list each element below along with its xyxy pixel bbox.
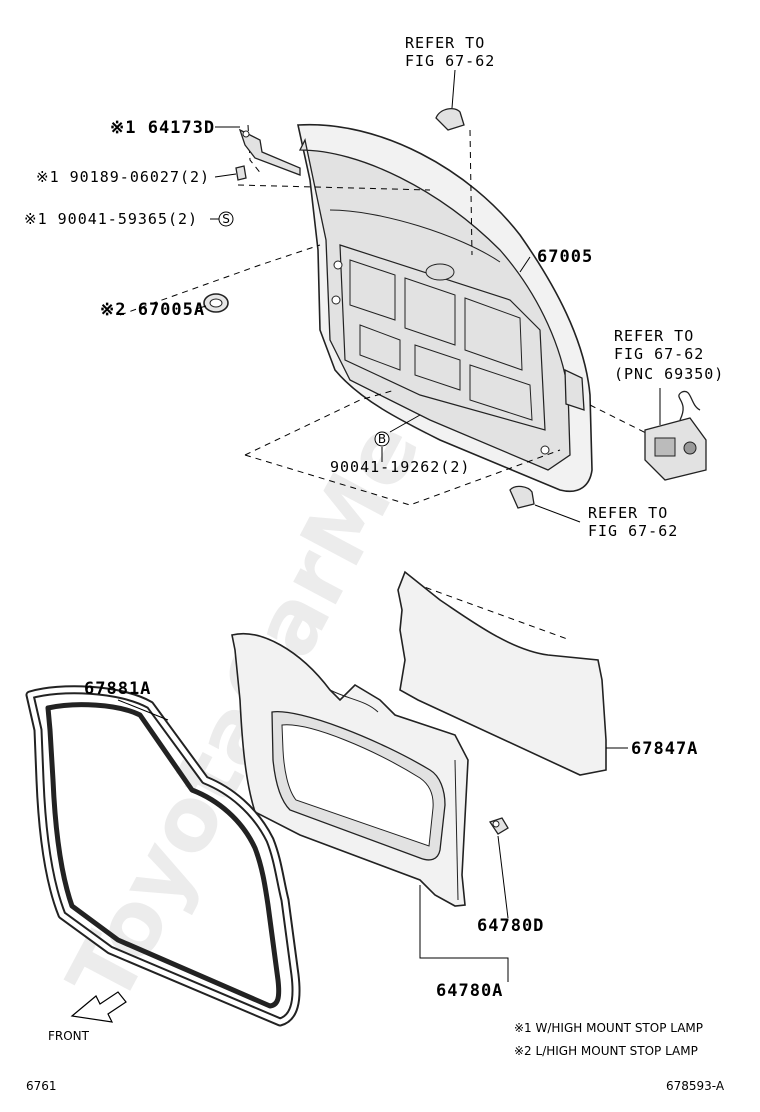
- part-67847A: 67847A: [631, 739, 698, 759]
- part-64780D: 64780D: [477, 916, 544, 936]
- trim-panel-67847A: [397, 570, 607, 776]
- callout-b: B: [374, 431, 390, 447]
- refer-lower-line2: FIG 67-62: [588, 522, 678, 540]
- dashed-line: [404, 579, 571, 641]
- dashed-line: [119, 244, 321, 316]
- part-64780A: 64780A: [436, 981, 503, 1001]
- leader-line: [195, 305, 207, 310]
- front-arrow-icon: [70, 991, 127, 1023]
- refer-top-line1: REFER TO: [405, 34, 485, 52]
- svg-text:S: S: [222, 212, 230, 226]
- weatherstrip-67881A: [25, 685, 301, 1027]
- leader-line: [389, 414, 421, 433]
- callout-s: S: [218, 211, 234, 227]
- leader-line: [419, 885, 509, 982]
- leader-line: [214, 173, 237, 178]
- refer-latch-line2: FIG 67-62: [614, 345, 704, 363]
- door-trim-64780A: [231, 633, 469, 907]
- note-1: ※1 W/HIGH MOUNT STOP LAMP: [514, 1021, 703, 1035]
- part-90189-06027: ※1 90189-06027(2): [36, 168, 210, 186]
- dashed-line: [589, 404, 651, 436]
- front-label: FRONT: [48, 1029, 90, 1043]
- leader-line: [117, 699, 169, 721]
- part-67005A: ※2 67005A: [100, 300, 205, 320]
- footer-left: 6761: [26, 1079, 57, 1093]
- grommet-67005A: [203, 293, 229, 313]
- refer-lower-line1: REFER TO: [588, 504, 668, 522]
- bulb-lower: [509, 485, 535, 509]
- latch-assembly: [644, 390, 707, 481]
- bolt-90189: [235, 165, 247, 181]
- back-door-panel: [297, 123, 593, 492]
- leader-line: [519, 256, 531, 273]
- part-90041-59365: ※1 90041-59365(2): [24, 210, 198, 228]
- refer-top-line2: FIG 67-62: [405, 52, 495, 70]
- part-67881A: 67881A: [84, 679, 151, 699]
- clip-64780D: [488, 817, 509, 835]
- part-90041-19262: 90041-19262(2): [330, 458, 470, 476]
- bracket-64173D: [238, 128, 301, 176]
- refer-latch-line1: REFER TO: [614, 327, 694, 345]
- note-2: ※2 L/HIGH MOUNT STOP LAMP: [514, 1044, 698, 1058]
- dashed-line: [244, 449, 561, 506]
- refer-latch-line3: (PNC 69350): [614, 365, 724, 383]
- leader-line: [451, 69, 456, 109]
- footer-right: 678593-A: [666, 1079, 725, 1093]
- bulb-top: [435, 107, 465, 131]
- leader-line: [497, 835, 509, 919]
- leader-line: [534, 504, 581, 523]
- part-67005: 67005: [537, 247, 593, 267]
- dashed-line: [469, 129, 473, 256]
- part-64173D: ※1 64173D: [110, 118, 215, 138]
- svg-text:B: B: [378, 432, 386, 446]
